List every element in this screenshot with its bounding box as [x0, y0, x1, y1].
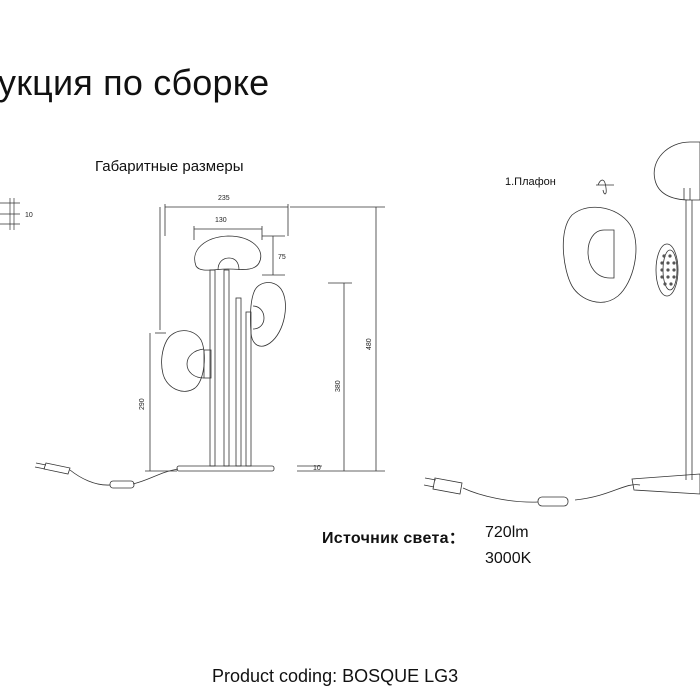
- dim-lower-shade-height: 290: [139, 398, 146, 410]
- color-temperature-value: 3000K: [485, 550, 532, 567]
- part-label-shade: 1.Плафон: [505, 176, 556, 188]
- dim-left-edge: 10: [25, 212, 33, 219]
- assembly-exploded-view: [423, 141, 700, 507]
- lamp-dimension-drawing: [34, 204, 385, 489]
- led-chip-dots: [660, 254, 676, 286]
- product-coding: Product coding: BOSQUE LG3: [212, 666, 459, 686]
- light-source-label: Источник света：: [322, 530, 466, 547]
- luminous-flux-value: 720lm: [485, 524, 529, 541]
- edge-detail-drawing: [0, 198, 20, 230]
- dim-base-height: 10: [313, 465, 321, 472]
- dim-total-height: 480: [366, 338, 373, 350]
- dim-shade-width: 130: [215, 217, 227, 224]
- dimensions-heading: Габаритные размеры: [95, 158, 244, 175]
- page-title: укция по сборке: [0, 62, 270, 103]
- dim-shade-height: 75: [278, 254, 286, 261]
- dim-total-width: 235: [218, 195, 230, 202]
- dim-middle-height: 380: [335, 380, 342, 392]
